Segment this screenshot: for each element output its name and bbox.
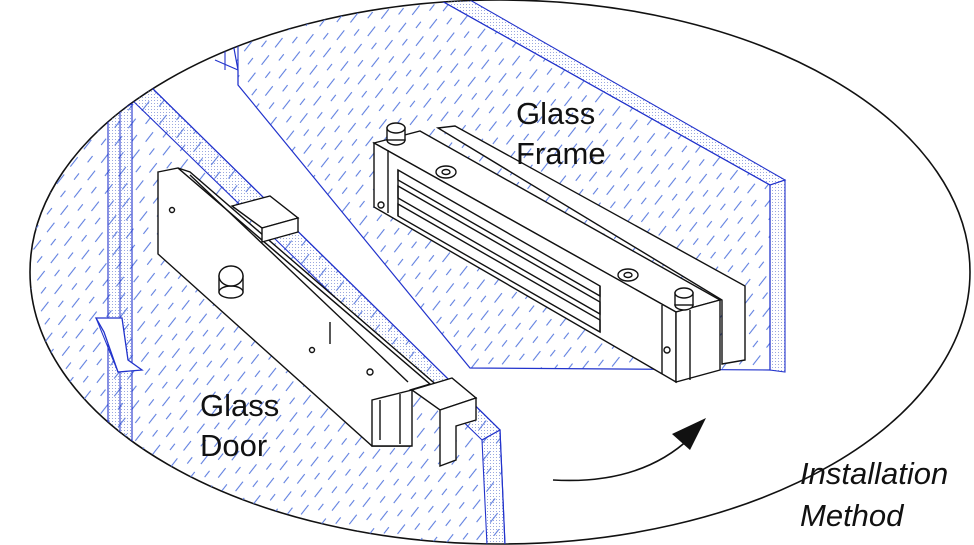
- knob-icon: [218, 265, 244, 299]
- glass-door-label-line1: Glass: [200, 388, 280, 423]
- curved-arrow-icon: [552, 418, 706, 482]
- glass-frame-label-line1: Glass: [516, 96, 596, 131]
- break-mark-icon: [94, 317, 144, 373]
- armature-plate: [157, 167, 478, 468]
- magnetic-lock-body: [372, 122, 746, 384]
- installation-method-label-line1: Installation: [800, 456, 949, 491]
- glass-door-label-line2: Door: [200, 428, 268, 463]
- glass-frame-label-line2: Frame: [516, 136, 606, 171]
- installation-method-label-line2: Method: [800, 498, 904, 533]
